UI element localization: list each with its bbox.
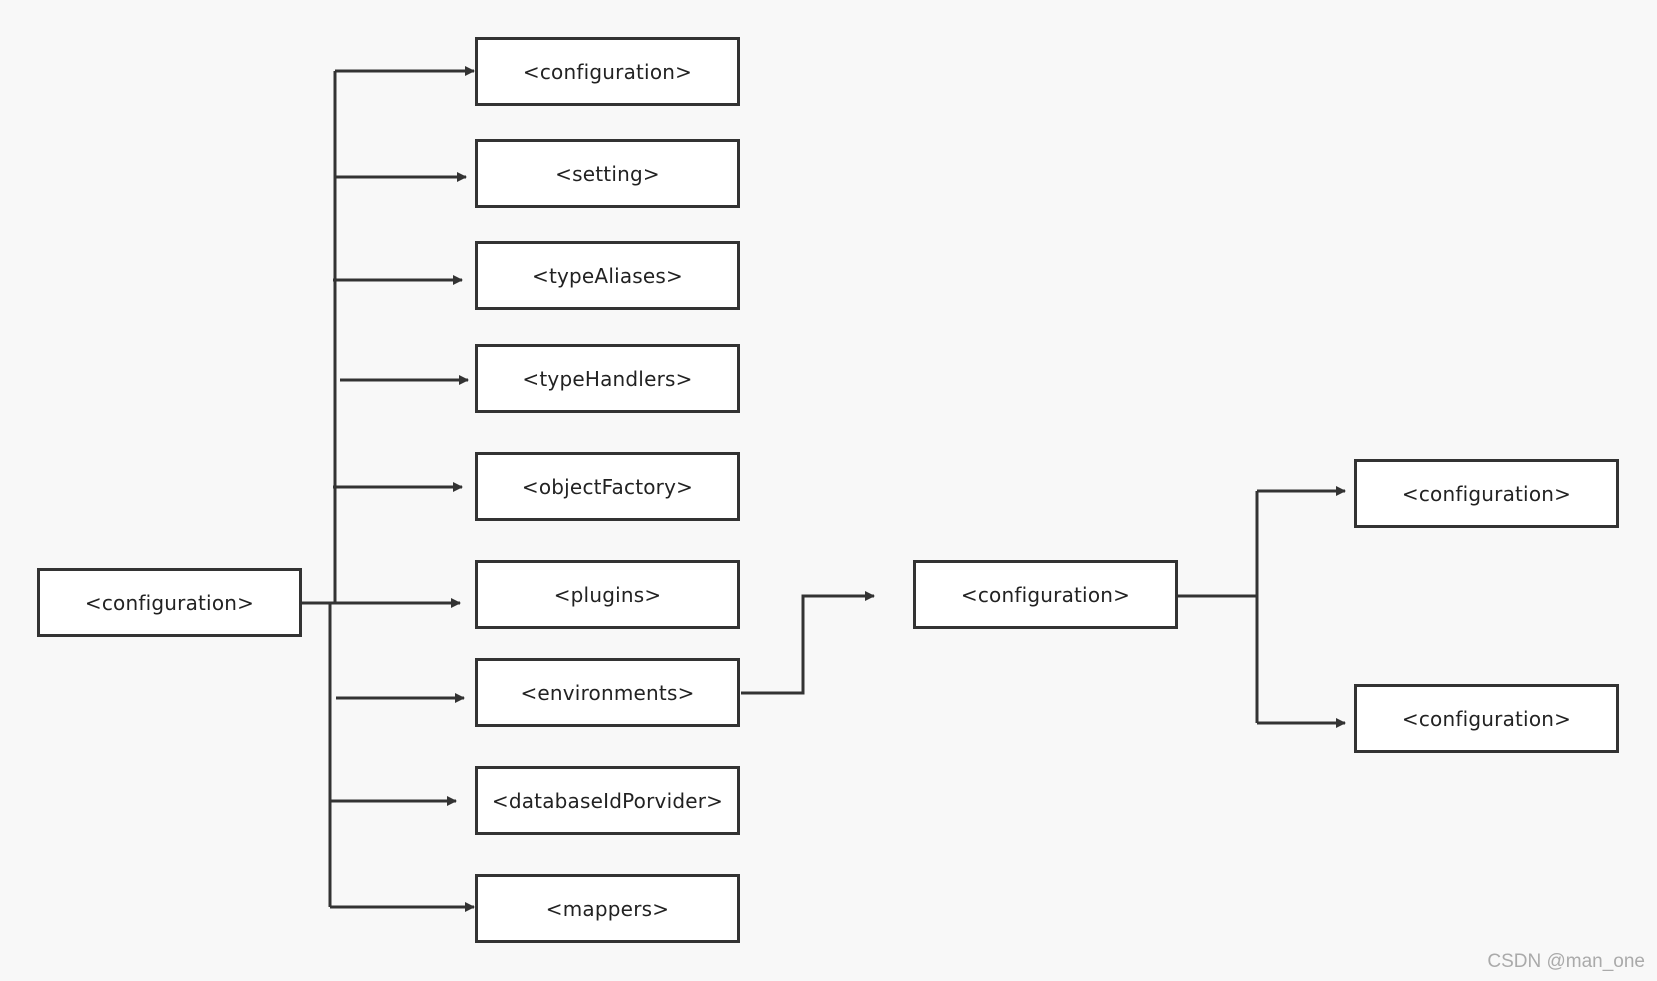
child-node-configuration: <configuration> — [475, 37, 740, 106]
child-node-label: <environments> — [520, 680, 695, 705]
root-node-configuration: <configuration> — [37, 568, 302, 637]
child-node-environments: <environments> — [475, 658, 740, 727]
environment-child-node-2: <configuration> — [1354, 684, 1619, 753]
child-node-typehandlers: <typeHandlers> — [475, 344, 740, 413]
child-node-setting: <setting> — [475, 139, 740, 208]
child-node-label: <mappers> — [545, 896, 670, 921]
child-node-label: <databaseIdPorvider> — [491, 788, 724, 813]
child-node-label: <objectFactory> — [521, 474, 694, 499]
environment-child-label: <configuration> — [1401, 706, 1572, 731]
child-node-mappers: <mappers> — [475, 874, 740, 943]
child-node-label: <typeHandlers> — [522, 366, 693, 391]
environment-node-label: <configuration> — [960, 582, 1131, 607]
child-node-label: <plugins> — [553, 582, 662, 607]
child-node-label: <typeAliases> — [532, 263, 683, 288]
child-node-databaseidporvider: <databaseIdPorvider> — [475, 766, 740, 835]
arrow-environments-to-env-node — [741, 591, 875, 695]
child-node-label: <setting> — [555, 161, 660, 186]
environment-node-configuration: <configuration> — [913, 560, 1178, 629]
child-node-label: <configuration> — [522, 59, 693, 84]
watermark-text: CSDN @man_one — [1487, 951, 1645, 972]
child-node-typealiases: <typeAliases> — [475, 241, 740, 310]
environment-child-node-1: <configuration> — [1354, 459, 1619, 528]
root-node-label: <configuration> — [84, 590, 255, 615]
child-node-plugins: <plugins> — [475, 560, 740, 629]
child-node-objectfactory: <objectFactory> — [475, 452, 740, 521]
environment-child-label: <configuration> — [1401, 481, 1572, 506]
